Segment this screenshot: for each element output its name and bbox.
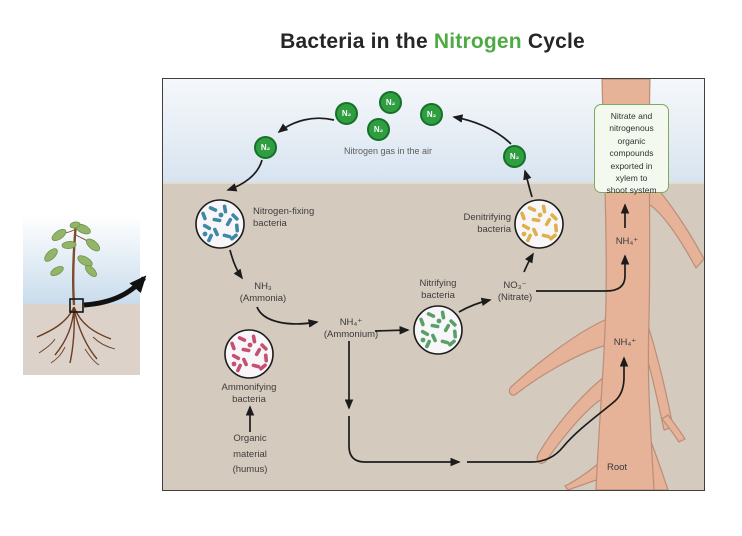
n2-symbol: N₂: [385, 98, 396, 107]
title-highlight: Nitrogen: [433, 30, 522, 53]
page-title: Bacteria in the Nitrogen Cycle: [162, 30, 703, 54]
ammonifying-bacteria-circle: [224, 329, 274, 379]
title-prefix: Bacteria in the: [280, 30, 434, 53]
n2-molecule: N₂: [379, 91, 402, 114]
n2-molecule: N₂: [335, 102, 358, 125]
nitrate-formula: NO₃⁻: [503, 280, 527, 291]
n2-symbol: N₂: [341, 109, 352, 118]
title-suffix: Cycle: [521, 30, 585, 53]
nitrogen-fixing-bacteria-circle: [195, 199, 245, 249]
ammonium-formula: NH₄⁺: [339, 317, 363, 328]
n2-symbol: N₂: [260, 143, 271, 152]
plant-illustration: [23, 215, 140, 375]
plant-stem-leaves: [44, 221, 101, 306]
ammonia-name: (Ammonia): [239, 293, 287, 304]
n2-symbol: N₂: [509, 152, 520, 161]
nitrate-name: (Nitrate): [497, 292, 533, 303]
magnify-arrow: [83, 275, 147, 308]
nitrate-label: NO₃⁻ (Nitrate): [465, 280, 565, 304]
n2-symbol: N₂: [426, 110, 437, 119]
root-upper-nh4-label: NH₄⁺: [615, 236, 639, 247]
sample-area-marker: [69, 298, 84, 313]
nitrifying-bacteria-circle: [413, 305, 463, 355]
n2-symbol: N₂: [373, 125, 384, 134]
root-label: Root: [606, 462, 628, 473]
ammonia-formula: NH₃: [254, 281, 272, 292]
ammonium-label: NH₄⁺ (Ammonium): [301, 317, 401, 341]
plant-roots: [36, 306, 116, 366]
panel-soil: [23, 304, 140, 375]
n2-molecule: N₂: [503, 145, 526, 168]
n2-molecule: N₂: [254, 136, 277, 159]
root-lower-nh4-label: NH₄⁺: [613, 337, 637, 348]
n2-molecule: N₂: [420, 103, 443, 126]
denitrifying-bacteria-circle: [514, 199, 564, 249]
ammonium-name: (Ammonium): [323, 329, 379, 340]
n2-molecule: N₂: [367, 118, 390, 141]
ammonia-label: NH₃ (Ammonia): [213, 281, 313, 305]
nitrogen-gas-label: Nitrogen gas in the air: [343, 146, 433, 156]
